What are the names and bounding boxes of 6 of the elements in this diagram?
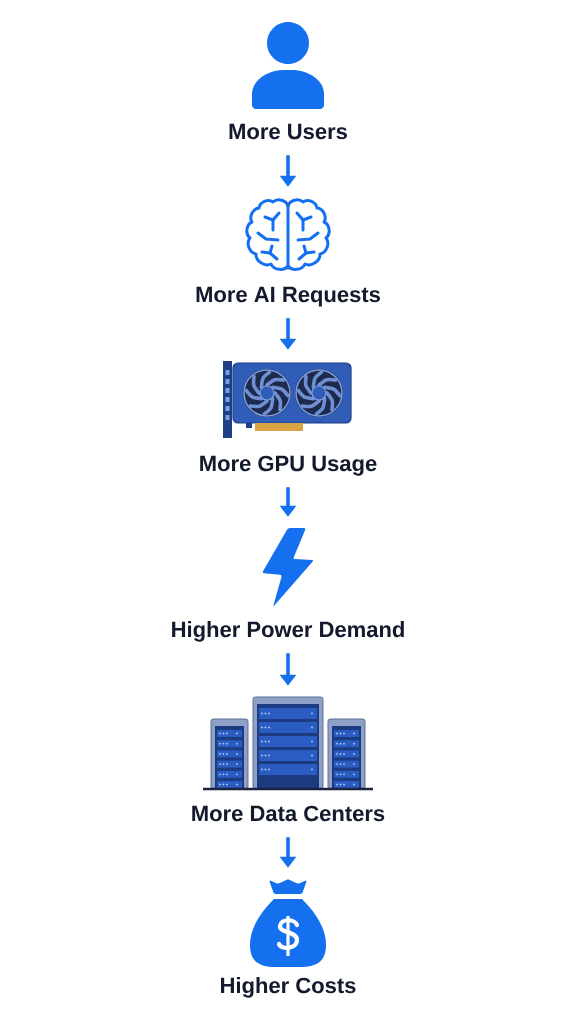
step-label: More GPU Usage <box>200 455 377 476</box>
step-label: More AI Requests <box>196 286 380 307</box>
step-label: Higher Costs <box>221 977 356 998</box>
step-label: Higher Power Demand <box>172 621 404 642</box>
step-label: More Users <box>229 123 347 140</box>
step-label: More Data Centers <box>192 805 385 822</box>
